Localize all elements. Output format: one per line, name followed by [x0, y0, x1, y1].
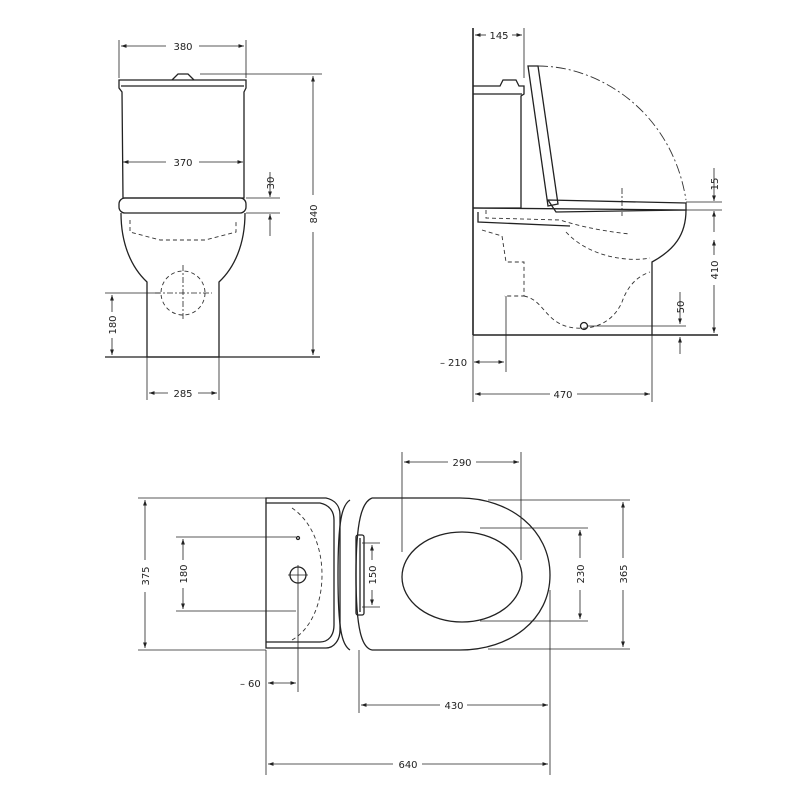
front-bowl-hidden [129, 220, 237, 241]
side-tank [473, 79, 525, 209]
side-bowl-outline [472, 207, 687, 335]
top-hinge-bar [355, 534, 365, 616]
dim-15-label: 15 [710, 178, 721, 191]
top-tank-inner [266, 502, 335, 643]
dim-410-label: 410 [710, 260, 721, 279]
top-hinge-left [337, 499, 351, 651]
side-bowl-hidden-trap [565, 231, 651, 260]
dim-150-label: 150 [368, 565, 379, 584]
top-tank-hidden [291, 507, 323, 641]
side-outlet-mark [579, 321, 589, 331]
dim-470-label: 470 [553, 390, 572, 401]
top-bowl-outline [372, 497, 551, 651]
dim-840-label: 840 [309, 204, 320, 223]
dim-285-label: 285 [173, 389, 192, 400]
dim-180t-label: 180 [179, 564, 190, 583]
dim-640-label: 640 [398, 760, 417, 771]
dim-60-label: 60 [248, 679, 261, 690]
dim-60-prefix: – [240, 679, 245, 690]
dim-375-label: 375 [141, 566, 152, 585]
side-trap-curve [523, 271, 651, 329]
side-bowl-rim [477, 212, 571, 227]
dim-380-label: 380 [173, 42, 192, 53]
side-lid-arc [537, 65, 687, 201]
top-seat-opening [401, 531, 523, 623]
front-view: 380 370 30 840 180 285 [105, 40, 322, 400]
side-lid [527, 65, 559, 207]
top-view: 290 375 180 150 230 365 – [138, 452, 630, 775]
side-bowl-hidden-top [485, 210, 631, 235]
dim-210-label: 210 [448, 358, 467, 369]
dim-430-label: 430 [444, 701, 463, 712]
side-view: 145 15 410 50 – 210 470 [440, 28, 722, 402]
front-bowl [120, 212, 246, 358]
dim-30-label: 30 [266, 177, 277, 190]
dim-230-label: 230 [576, 564, 587, 583]
dim-145-label: 145 [489, 31, 508, 42]
front-seat [118, 197, 247, 214]
side-trap-hidden [481, 229, 525, 297]
dim-50-label: 50 [676, 301, 687, 314]
top-tank [265, 497, 341, 649]
dim-180f-label: 180 [108, 315, 119, 334]
front-tank [118, 79, 247, 199]
front-flush-button [171, 73, 195, 81]
dim-290-label: 290 [452, 458, 471, 469]
dim-210-prefix: – [440, 358, 445, 369]
dim-370-label: 370 [173, 158, 192, 169]
dim-365-label: 365 [619, 564, 630, 583]
top-tank-dot [295, 535, 301, 541]
